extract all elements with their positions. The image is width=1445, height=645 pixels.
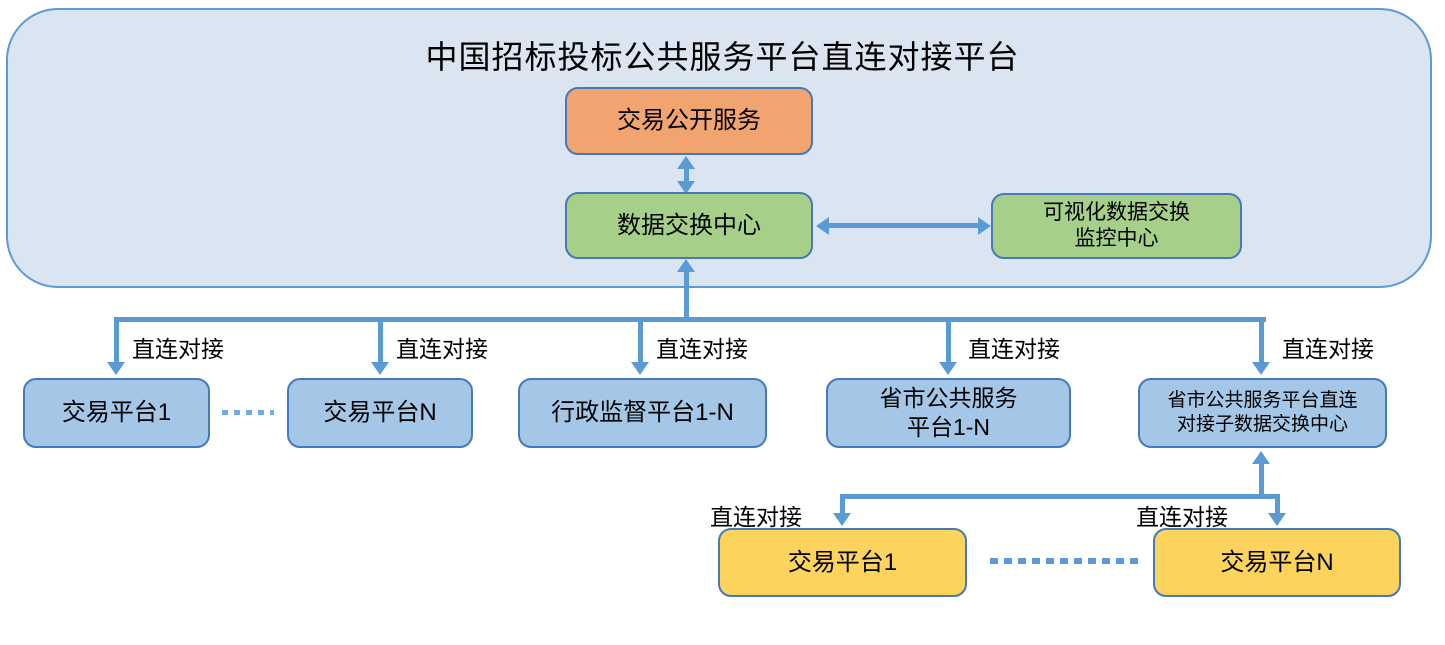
node-visual-monitor-center-line2: 监控中心 (1074, 227, 1159, 250)
node-trade-platform-n: 交易平台N (287, 378, 473, 448)
node-trade-platform-1-label: 交易平台1 (61, 399, 172, 426)
node-provincial-platform-line1: 省市公共服务 (879, 385, 1018, 412)
connector-label-3: 直连对接 (656, 336, 748, 362)
diagram-title: 中国招标投标公共服务平台直连对接平台 (425, 39, 1020, 75)
arrow-up-head (677, 259, 695, 272)
connector-label-4: 直连对接 (968, 336, 1060, 362)
arrow-shaft (114, 317, 119, 364)
node-visual-monitor-center: 可视化数据交换 监控中心 (991, 193, 1242, 259)
node-sub-trade-platform-n: 交易平台N (1153, 528, 1401, 597)
arrow-up-head (1252, 451, 1270, 464)
connector-label-5: 直连对接 (1282, 336, 1374, 362)
node-sub-trade-platform-1-label: 交易平台1 (787, 548, 898, 576)
arrow-down-head (939, 362, 957, 375)
node-data-exchange-center: 数据交换中心 (565, 192, 813, 259)
node-data-exchange-center-label: 数据交换中心 (617, 211, 761, 239)
arrow-down-head (107, 362, 125, 375)
arrow-shaft (827, 223, 981, 228)
ellipsis-connector-top (222, 410, 274, 415)
node-provincial-platform-line2: 平台1-N (906, 414, 991, 440)
connector-label-2: 直连对接 (396, 336, 488, 362)
arrow-shaft (840, 494, 845, 513)
connector-label-6: 直连对接 (710, 504, 802, 530)
node-trade-public-service: 交易公开服务 (565, 87, 813, 155)
node-sub-exchange-center-line1: 省市公共服务平台直连 (1167, 390, 1358, 412)
node-admin-supervision-platform-label: 行政监督平台1-N (551, 399, 734, 426)
node-provincial-public-service-platform: 省市公共服务 平台1-N (826, 378, 1071, 448)
arrow-shaft (638, 317, 643, 364)
ellipsis-connector-bottom (990, 558, 1142, 564)
sub-connector-line (840, 494, 1280, 499)
node-admin-supervision-platform: 行政监督平台1-N (518, 378, 767, 448)
connector-label-7: 直连对接 (1136, 504, 1228, 530)
node-sub-exchange-center-line2: 对接子数据交换中心 (1176, 414, 1348, 435)
arrow-shaft (378, 317, 383, 364)
arrow-shaft (946, 317, 951, 364)
arrow-down-head (631, 362, 649, 375)
arrow-right-head (978, 217, 991, 235)
arrow-shaft (684, 166, 689, 184)
arrow-left-head (816, 217, 829, 235)
arrow-down-head (677, 181, 695, 194)
distribution-bar (114, 317, 1266, 322)
arrow-up-head (677, 156, 695, 169)
node-sub-trade-platform-n-label: 交易平台N (1220, 548, 1334, 576)
arrow-shaft (1259, 317, 1264, 364)
node-sub-trade-platform-1: 交易平台1 (718, 528, 967, 597)
arrow-shaft (1275, 494, 1280, 513)
node-sub-data-exchange-center: 省市公共服务平台直连 对接子数据交换中心 (1138, 378, 1387, 448)
node-trade-public-service-label: 交易公开服务 (617, 107, 761, 134)
node-visual-monitor-center-line1: 可视化数据交换 (1043, 200, 1190, 224)
arrow-down-head (371, 362, 389, 375)
arrow-shaft (684, 269, 689, 320)
connector-label-1: 直连对接 (132, 336, 224, 362)
arrow-down-head (1252, 362, 1270, 375)
arrow-down-head (833, 513, 851, 526)
node-trade-platform-n-label: 交易平台N (323, 399, 437, 426)
arrow-shaft (1259, 462, 1264, 499)
arrow-down-head (1268, 513, 1286, 526)
node-trade-platform-1: 交易平台1 (23, 378, 210, 448)
